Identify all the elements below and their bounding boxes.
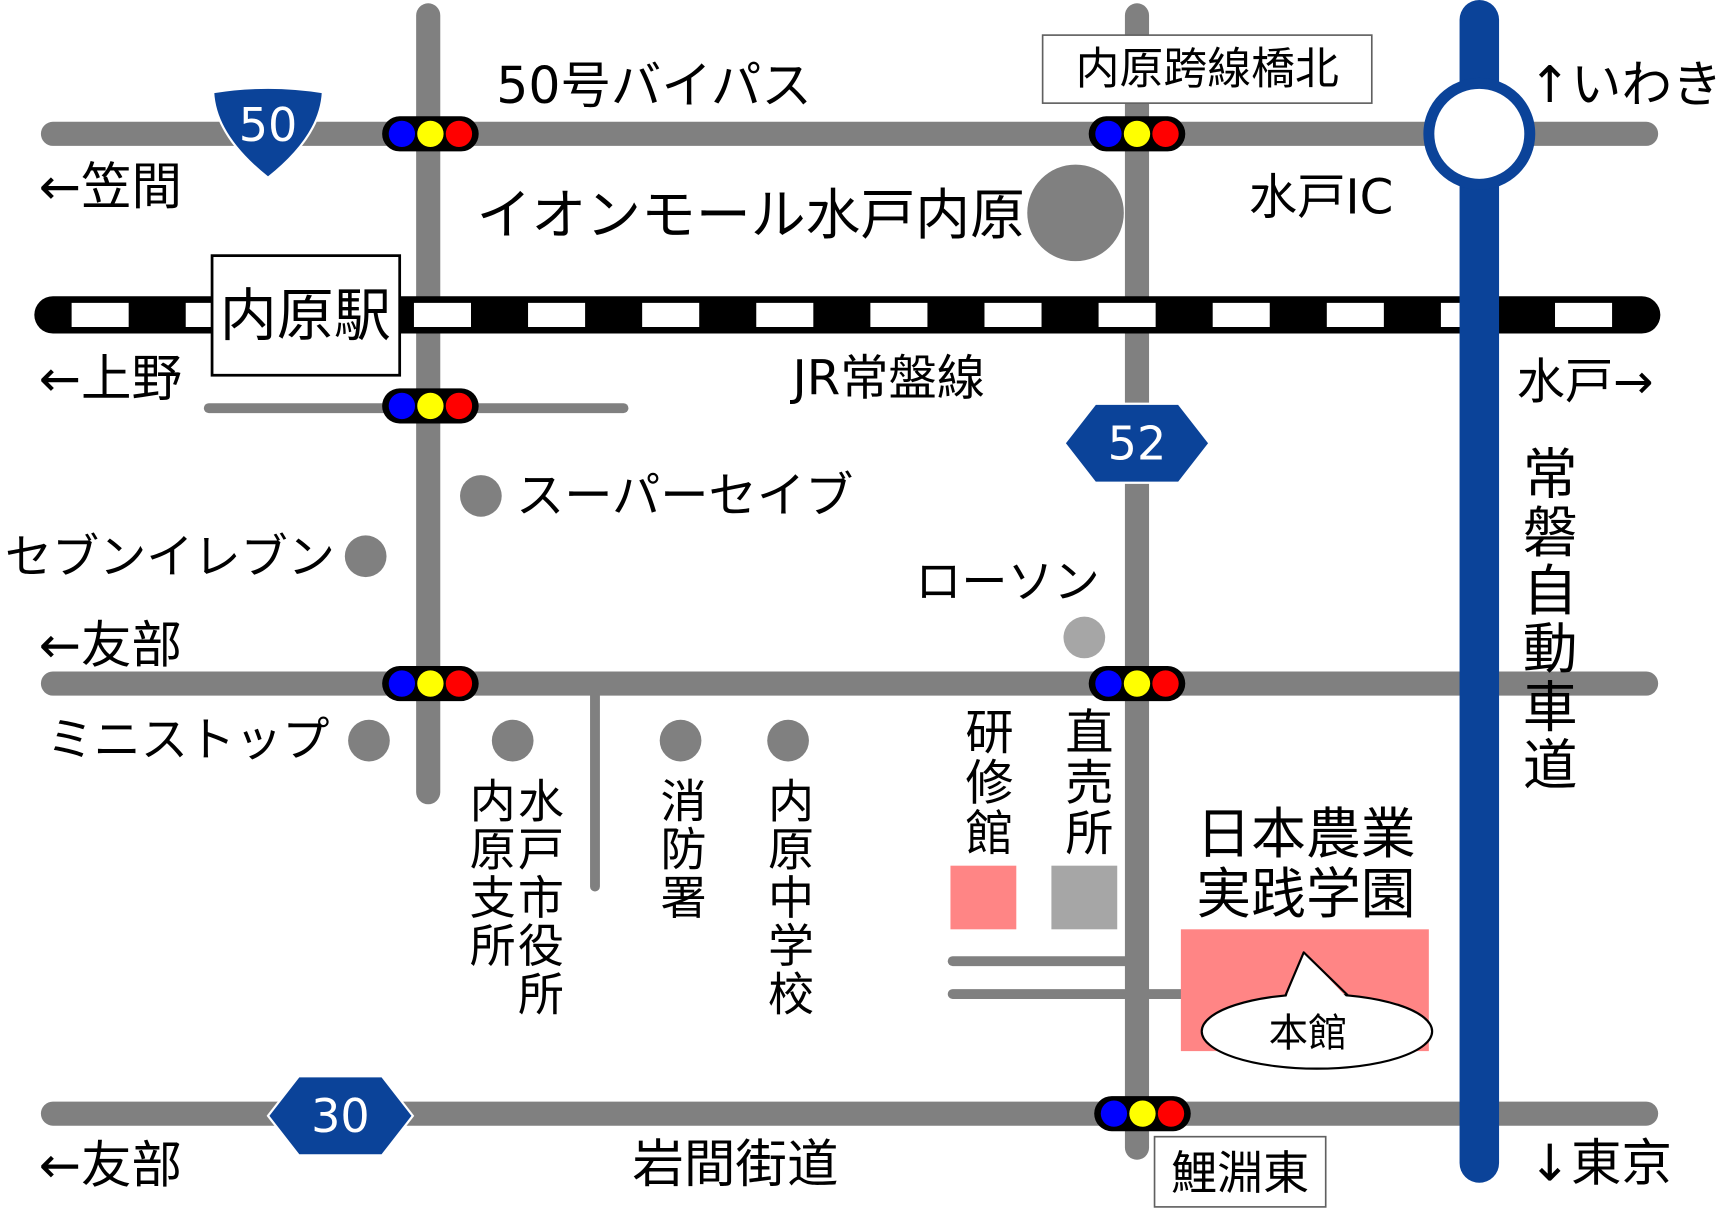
seven-eleven-label: セブンイレブン [5, 530, 335, 585]
traffic-signal-icon [382, 388, 479, 424]
route-50-shield: 50 [212, 86, 325, 180]
city-office-label-line2: 内原支所 [463, 777, 517, 970]
mito-ic-label: 水戸IC [1249, 169, 1393, 225]
to-tomobe-middle-label: ←友部 [39, 616, 182, 675]
expressway [1423, 0, 1536, 1183]
fire-station-label: 消防署 [654, 777, 708, 922]
intersection-north-label: 内原跨線橋北 [1041, 34, 1373, 104]
to-tomobe-bottom-label: ←友部 [39, 1136, 182, 1195]
route-30-shield: 30 [266, 1075, 415, 1157]
main-building-callout: 本館 [1200, 951, 1434, 1070]
traffic-signal-icon [1094, 1096, 1191, 1132]
junior-high-label: 内原中学校 [761, 777, 815, 1018]
route-50-number: 50 [239, 98, 298, 152]
city-office-marker [491, 719, 534, 762]
station-label: 内原駅 [210, 254, 402, 377]
ministop-marker [348, 719, 390, 762]
station-name: 内原駅 [220, 283, 391, 349]
prefectural-route-hexagon-icon [1063, 402, 1211, 484]
route-52-number: 52 [1108, 416, 1167, 470]
city-office-label-line1: 水戸市役所 [511, 777, 565, 1018]
training-hall-label: 研修館 [956, 707, 1013, 858]
aeon-mall-label: イオンモール水戸内原 [476, 183, 1024, 247]
school-name-line1: 日本農業 [1196, 802, 1415, 866]
interchange-circle-icon [1423, 77, 1536, 190]
to-ueno-label: ←上野 [39, 349, 182, 408]
training-hall-building [950, 865, 1017, 930]
intersection-south-label: 鯉淵東 [1153, 1135, 1327, 1208]
ministop-label: ミニストップ [47, 713, 330, 768]
expressway-label: 常磐自動車道 [1513, 445, 1577, 794]
seven-eleven-marker [344, 535, 387, 578]
traffic-signal-icon [1088, 116, 1186, 152]
to-kasama-label: ←笠間 [39, 157, 182, 216]
prefectural-route-hexagon-icon [266, 1075, 415, 1157]
intersection-north-name: 内原跨線橋北 [1076, 44, 1339, 95]
iwama-road-label: 岩間街道 [632, 1135, 838, 1195]
national-route-shield-icon [212, 86, 325, 180]
direct-store-label: 直売所 [1056, 707, 1112, 858]
to-tokyo-label: ↓東京 [1529, 1134, 1672, 1193]
school-name-line2: 実践学園 [1196, 862, 1415, 926]
lawson-label: ローソン [915, 555, 1099, 609]
super-save-label: スーパーセイブ [516, 468, 853, 524]
traffic-signal-icon [382, 116, 479, 152]
direct-store-building [1051, 865, 1118, 930]
junior-high-marker [767, 719, 809, 762]
intersection-south-name: 鯉淵東 [1171, 1146, 1309, 1200]
super-save-marker [460, 475, 502, 517]
bypass-label: 50号バイパス [496, 56, 812, 115]
route-30-number: 30 [311, 1089, 370, 1143]
fire-station-marker [659, 719, 702, 762]
to-iwaki-label: ↑いわき [1529, 55, 1721, 114]
traffic-signal-icon [1088, 665, 1186, 702]
route-52-shield: 52 [1063, 402, 1211, 484]
main-building-label: 本館 [1269, 1011, 1348, 1057]
jr-line-label: JR常盤線 [789, 351, 985, 407]
to-mito-label: 水戸→ [1517, 354, 1654, 410]
lawson-marker [1063, 616, 1106, 659]
traffic-signal-icon [382, 665, 479, 702]
aeon-mall-marker [1027, 164, 1124, 262]
